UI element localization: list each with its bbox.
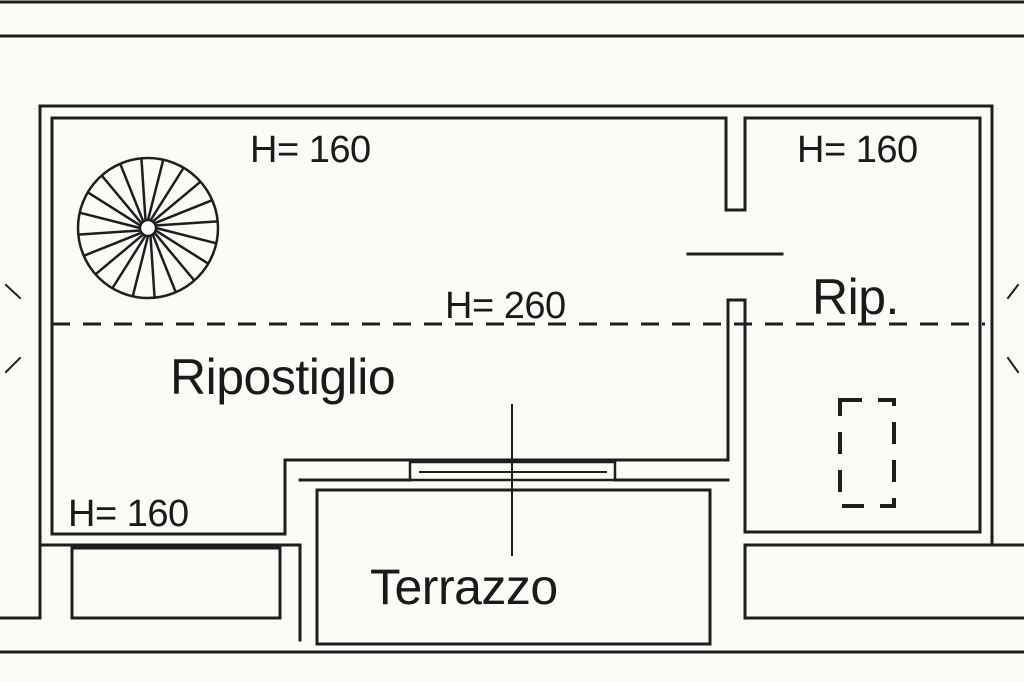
stair-tread <box>78 229 141 236</box>
room-label-rip: Rip. <box>812 269 899 325</box>
stair-tread <box>111 234 147 289</box>
height-label-upper-left: H= 160 <box>250 129 371 171</box>
edge-mark <box>1006 283 1020 300</box>
height-label-lower-left: H= 160 <box>68 493 189 535</box>
inner-wall-main <box>50 116 982 536</box>
stair-tread <box>100 174 143 225</box>
stair-tread <box>151 180 202 223</box>
lower-left-planter <box>70 546 282 620</box>
lower-right-planter <box>743 546 1024 620</box>
stair-tread <box>155 220 218 227</box>
terrace-label: Terrazzo <box>370 559 558 615</box>
height-label-upper-right: H= 160 <box>797 129 918 171</box>
stair-tread <box>149 167 185 222</box>
stair-tread <box>140 158 147 221</box>
stair-tread <box>155 226 217 245</box>
edge-mark <box>1006 356 1020 374</box>
stair-tread <box>87 191 142 227</box>
height-label-center: H= 260 <box>445 285 566 327</box>
outer-wall <box>38 104 994 620</box>
terrace-box <box>315 488 712 646</box>
stair-tread <box>154 199 213 225</box>
spiral-staircase-icon <box>76 156 220 300</box>
stair-tread <box>153 231 196 282</box>
room-label-ripostiglio: Ripostiglio <box>170 349 396 405</box>
edge-mark <box>4 356 22 374</box>
stair-tread <box>149 235 156 298</box>
stair-tread <box>146 159 165 221</box>
lower-left-wall <box>38 543 302 642</box>
stair-tread <box>151 234 177 293</box>
stair-tread <box>94 233 145 276</box>
edge-mark <box>4 283 22 300</box>
stair-tread <box>154 229 209 265</box>
stair-tread <box>131 235 150 297</box>
fixture-icon <box>838 398 896 508</box>
stair-tread <box>119 163 145 222</box>
stair-tread <box>83 231 142 257</box>
stair-tread <box>79 211 141 230</box>
